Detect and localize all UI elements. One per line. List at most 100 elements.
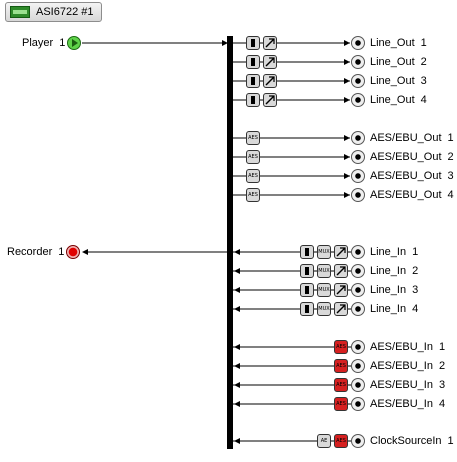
- output-node-icon[interactable]: [351, 188, 365, 202]
- output-label: AES/EBU_Out 4: [370, 188, 454, 202]
- output-node-icon[interactable]: [351, 150, 365, 164]
- node-number: 2: [420, 56, 427, 68]
- node-number: 1: [420, 37, 427, 49]
- node-number: 2: [412, 265, 419, 277]
- ae-button[interactable]: AE: [317, 434, 331, 448]
- meter-button[interactable]: [300, 302, 314, 316]
- node-number: 4: [438, 398, 446, 410]
- mux-button[interactable]: MUX: [317, 283, 331, 297]
- aes-button[interactable]: AES: [334, 340, 348, 354]
- aes-button[interactable]: AES: [334, 359, 348, 373]
- aes-button[interactable]: AES: [246, 188, 260, 202]
- aes-button[interactable]: AES: [246, 169, 260, 183]
- record-icon[interactable]: [66, 245, 80, 259]
- node-name: AES/EBU_In: [370, 398, 433, 410]
- adapter-name: ASI6722 #1: [36, 6, 94, 18]
- node-number: 2: [438, 360, 446, 372]
- meter-button[interactable]: [300, 283, 314, 297]
- input-node-icon[interactable]: [351, 302, 365, 316]
- input-node-icon[interactable]: [351, 434, 365, 448]
- mux-button[interactable]: MUX: [317, 264, 331, 278]
- input-label: AES/EBU_In 3: [370, 378, 445, 392]
- node-number: 4: [447, 189, 454, 201]
- input-label: Line_In 3: [370, 283, 418, 297]
- node-name: AES/EBU_In: [370, 341, 433, 353]
- input-label: ClockSourceIn 1: [370, 434, 454, 448]
- adapter-tab[interactable]: ASI6722 #1: [5, 2, 102, 22]
- meter-button[interactable]: [246, 36, 260, 50]
- volume-button[interactable]: [334, 264, 348, 278]
- node-name: AES/EBU_Out: [370, 132, 442, 144]
- mux-button[interactable]: MUX: [317, 302, 331, 316]
- play-icon[interactable]: [67, 36, 81, 50]
- node-number: 1: [447, 435, 454, 447]
- input-node-icon[interactable]: [351, 378, 365, 392]
- output-node-icon[interactable]: [351, 131, 365, 145]
- volume-button[interactable]: [334, 245, 348, 259]
- meter-button[interactable]: [246, 74, 260, 88]
- node-number: 3: [412, 284, 419, 296]
- node-name: Line_Out: [370, 75, 415, 87]
- input-node-icon[interactable]: [351, 264, 365, 278]
- output-label: Line_Out 2: [370, 55, 427, 69]
- input-label: Line_In 2: [370, 264, 418, 278]
- input-node-icon[interactable]: [351, 397, 365, 411]
- meter-button[interactable]: [246, 93, 260, 107]
- volume-button[interactable]: [263, 74, 277, 88]
- node-number: 3: [420, 75, 427, 87]
- node-name: ClockSourceIn: [370, 435, 442, 447]
- node-number: 2: [447, 151, 454, 163]
- volume-button[interactable]: [334, 283, 348, 297]
- input-node-icon[interactable]: [351, 283, 365, 297]
- volume-button[interactable]: [263, 93, 277, 107]
- aes-button[interactable]: AES: [246, 131, 260, 145]
- node-name: Line_Out: [370, 56, 415, 68]
- output-node-icon[interactable]: [351, 55, 365, 69]
- node-name: Line_In: [370, 265, 407, 277]
- node-name: AES/EBU_In: [370, 360, 433, 372]
- node-name: AES/EBU_In: [370, 379, 433, 391]
- output-node-icon[interactable]: [351, 74, 365, 88]
- input-label: AES/EBU_In 2: [370, 359, 445, 373]
- mux-button[interactable]: MUX: [317, 245, 331, 259]
- node-name: Line_In: [370, 284, 407, 296]
- node-number: 4: [412, 303, 419, 315]
- input-node-icon[interactable]: [351, 340, 365, 354]
- output-node-icon[interactable]: [351, 93, 365, 107]
- input-node-icon[interactable]: [351, 359, 365, 373]
- meter-button[interactable]: [300, 264, 314, 278]
- input-node-icon[interactable]: [351, 245, 365, 259]
- meter-button[interactable]: [300, 245, 314, 259]
- aes-button[interactable]: AES: [334, 397, 348, 411]
- output-node-icon[interactable]: [351, 36, 365, 50]
- input-label: AES/EBU_In 4: [370, 397, 445, 411]
- mixer-bus: [227, 36, 233, 449]
- node-number: 1: [438, 341, 446, 353]
- node-name: AES/EBU_Out: [370, 151, 442, 163]
- input-label: AES/EBU_In 1: [370, 340, 445, 354]
- output-label: Line_Out 1: [370, 36, 427, 50]
- volume-button[interactable]: [263, 36, 277, 50]
- circuit-board-icon: [10, 6, 30, 18]
- node-number: 3: [438, 379, 446, 391]
- volume-button[interactable]: [334, 302, 348, 316]
- aes-button[interactable]: AES: [246, 150, 260, 164]
- node-number: 4: [420, 94, 427, 106]
- node-name: Line_In: [370, 246, 407, 258]
- meter-button[interactable]: [246, 55, 260, 69]
- node-name: AES/EBU_Out: [370, 189, 442, 201]
- output-node-icon[interactable]: [351, 169, 365, 183]
- node-number: 1: [412, 246, 419, 258]
- node-name: Line_Out: [370, 37, 415, 49]
- aes-button[interactable]: AES: [334, 378, 348, 392]
- output-label: Line_Out 3: [370, 74, 427, 88]
- output-label: AES/EBU_Out 2: [370, 150, 454, 164]
- aes-button[interactable]: AES: [334, 434, 348, 448]
- volume-button[interactable]: [263, 55, 277, 69]
